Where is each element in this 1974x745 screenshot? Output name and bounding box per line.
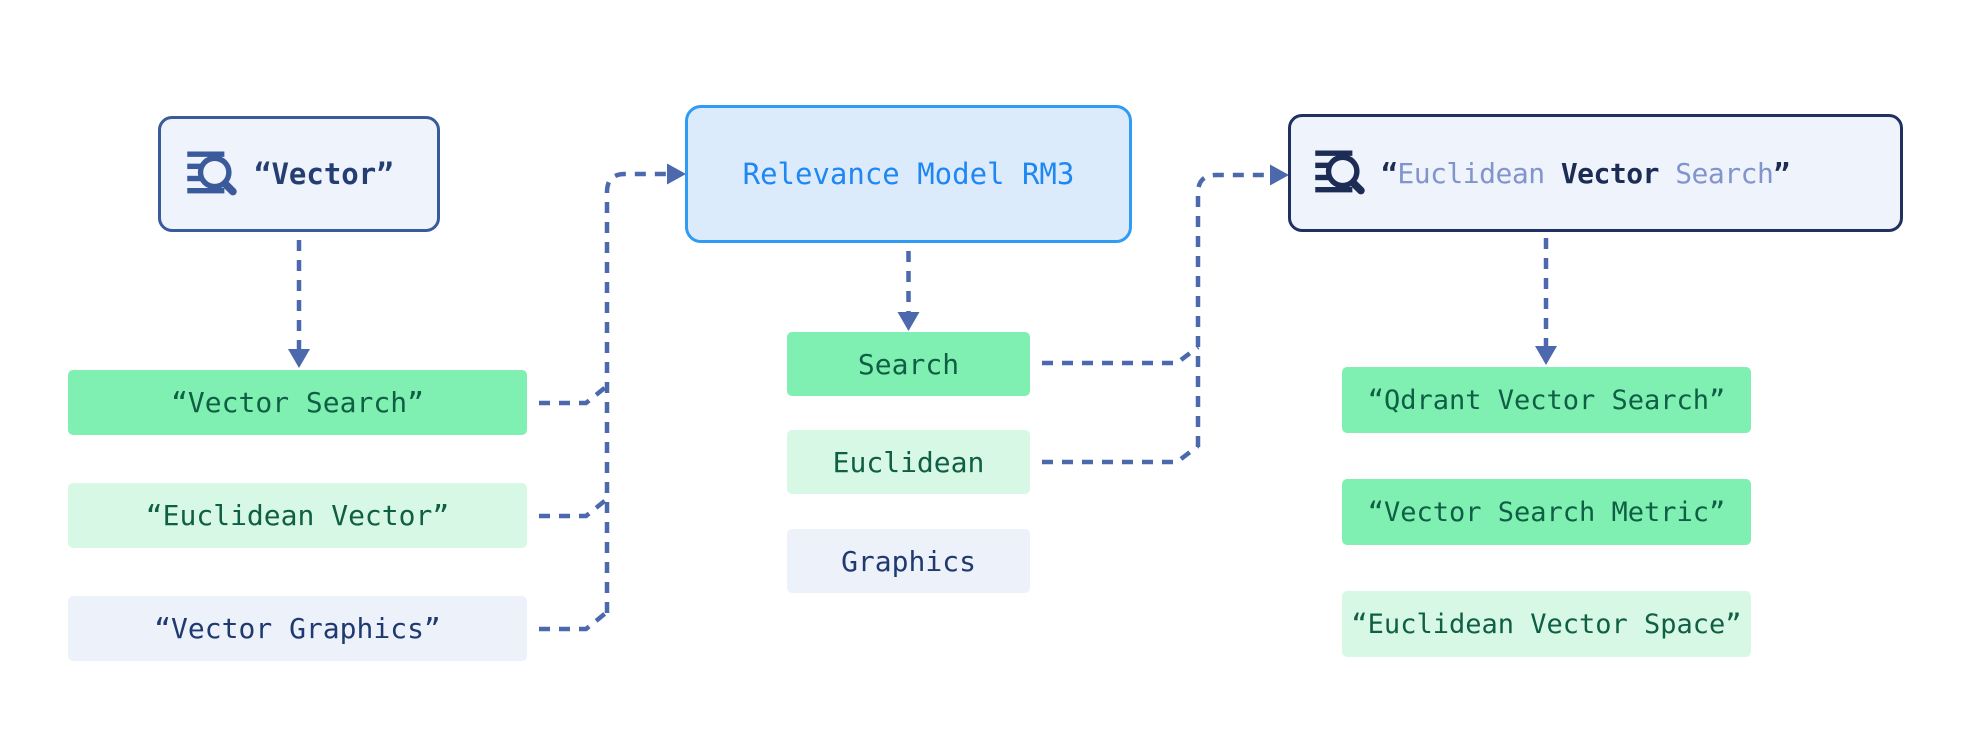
original-query-text: “Vector” [254,157,394,191]
term-label: Search [857,347,960,381]
result-row-vector-search-metric: “Vector Search Metric” [1342,479,1751,545]
branch-vector-search [539,384,609,406]
original-query-box: “Vector” [158,116,440,232]
term-label: Graphics [841,544,976,578]
result-row-vector-graphics: “Vector Graphics” [68,596,527,661]
arrowhead-into-expanded-query [1270,164,1289,186]
result-row-euclidean-vector: “Euclidean Vector” [68,483,527,548]
branch-term-search [1042,345,1200,366]
result-label: “Vector Search Metric” [1367,496,1726,528]
expanded-query-box: “Euclidean Vector Search” [1288,114,1903,232]
list-search-icon [1313,146,1367,200]
result-label: “Euclidean Vector Space” [1351,608,1742,640]
term-chip-graphics: Graphics [787,529,1030,593]
expanded-word-euclidean: Euclidean [1397,156,1545,190]
result-row-qdrant-vector-search: “Qdrant Vector Search” [1342,367,1751,433]
branch-term-euclidean [1042,444,1200,465]
result-row-euclidean-vector-space: “Euclidean Vector Space” [1342,591,1751,657]
result-label: “Vector Graphics” [154,612,441,645]
result-row-vector-search: “Vector Search” [68,370,527,435]
trunk-terms-to-expanded-query [1195,172,1270,447]
term-chip-euclidean: Euclidean [787,430,1030,494]
term-label: Euclidean [832,445,985,479]
result-label: “Qdrant Vector Search” [1367,384,1726,416]
arrowhead-query-to-results [288,349,310,368]
result-label: “Euclidean Vector” [145,499,450,532]
branch-vector-graphics [539,610,609,632]
expanded-word-vector: Vector [1560,156,1660,190]
result-label: “Vector Search” [171,386,424,419]
close-quote: ” [1773,156,1790,190]
arrowhead-into-rm3 [667,163,686,185]
term-chip-search: Search [787,332,1030,396]
open-quote: “ [1381,156,1398,190]
relevance-model-box: Relevance Model RM3 [685,105,1132,243]
list-search-icon [185,147,239,201]
expanded-word-search: Search [1675,156,1774,190]
branch-euclidean-vector [539,497,609,519]
expanded-query-text: “Euclidean Vector Search” [1381,157,1790,190]
relevance-model-label: Relevance Model RM3 [742,157,1075,191]
arrowhead-expanded-to-results [1535,346,1557,365]
trunk-results-to-rm3 [604,171,667,613]
arrowhead-rm3-to-terms [897,312,920,331]
